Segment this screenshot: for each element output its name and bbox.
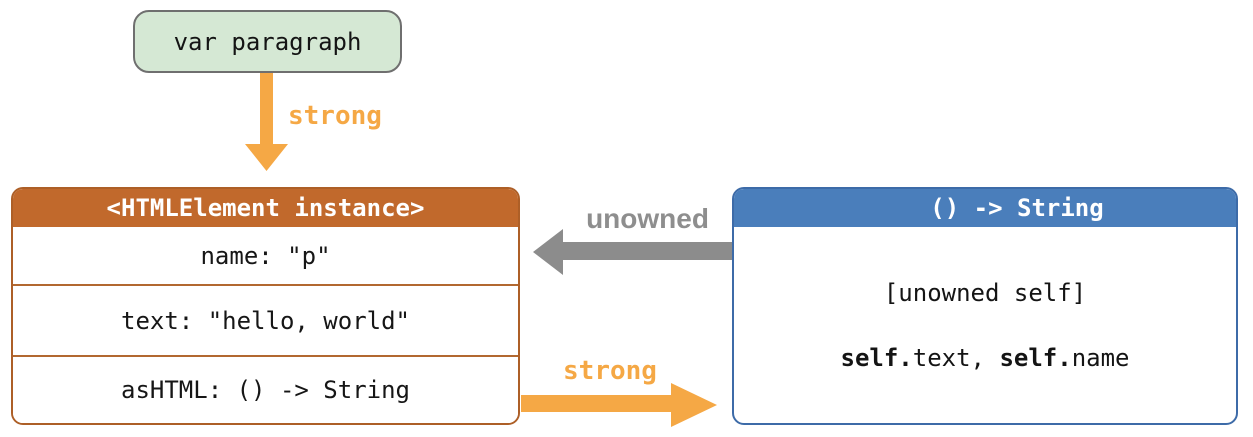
- htmlelement-instance-table: <HTMLElement instance> name: "p" text: "…: [11, 187, 520, 425]
- closure-box: () -> String [unowned self] self.text, s…: [732, 187, 1238, 425]
- unowned-label: unowned: [586, 203, 709, 234]
- closure-box-body: [unowned self] self.text, self.name: [734, 227, 1236, 423]
- closure-ref-name: name: [1071, 343, 1130, 372]
- instance-row-text: text: "hello, world": [13, 284, 518, 355]
- instance-row-name: name: "p": [13, 227, 518, 284]
- variable-box-label: var paragraph: [173, 27, 362, 56]
- instance-row-ashtml: asHTML: () -> String: [13, 355, 518, 423]
- strong-reference-arrow-right: [521, 383, 717, 427]
- closure-ref-self-1: self.: [840, 343, 913, 372]
- instance-table-header: <HTMLElement instance>: [13, 189, 518, 227]
- closure-ref-self-2: self.: [999, 343, 1072, 372]
- variable-box: var paragraph: [133, 10, 402, 73]
- closure-capture-list: [unowned self]: [883, 278, 1087, 307]
- strong-reference-arrow-down: [245, 73, 288, 171]
- closure-box-header: () -> String: [734, 189, 1236, 227]
- closure-references: self.text, self.name: [841, 344, 1130, 372]
- closure-ref-text: text,: [912, 343, 1000, 372]
- strong-label-top: strong: [288, 101, 382, 131]
- unowned-reference-arrow-left: [533, 229, 737, 275]
- strong-label-bottom: strong: [563, 356, 657, 386]
